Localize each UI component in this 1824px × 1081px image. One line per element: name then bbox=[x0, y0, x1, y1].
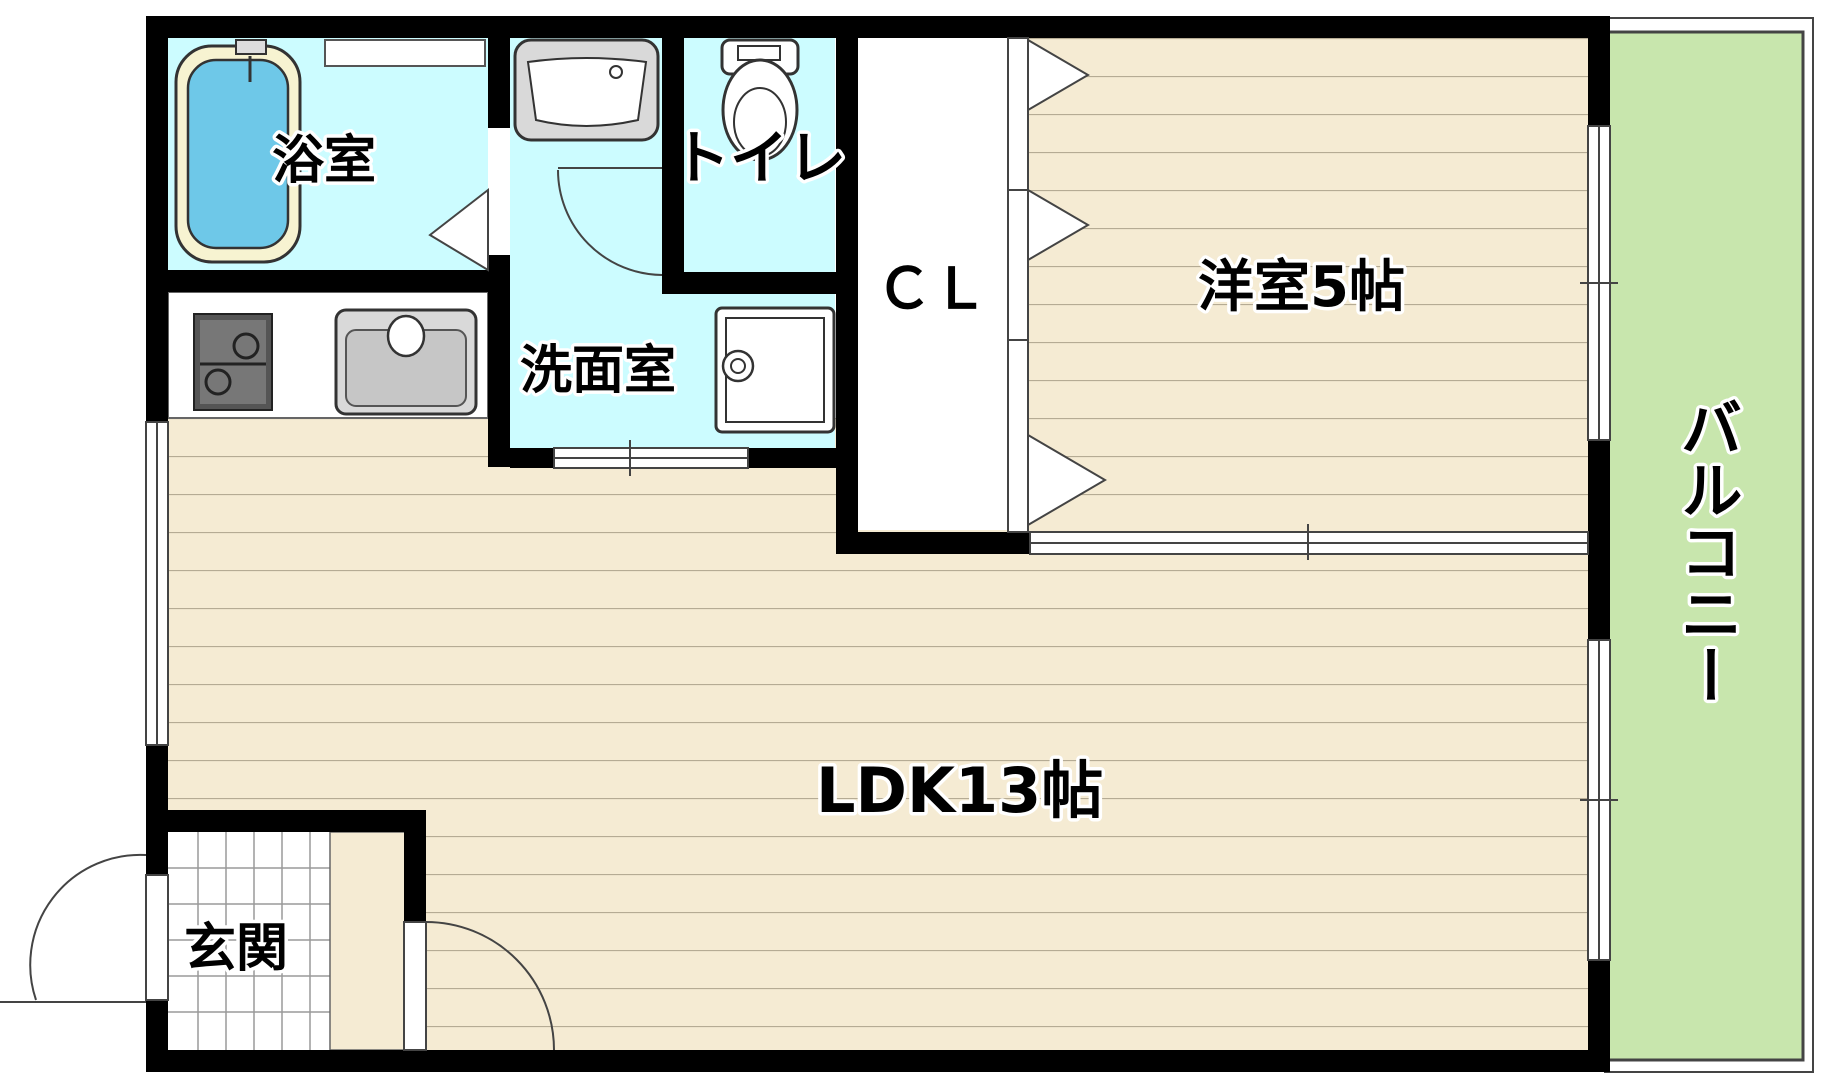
toilet bbox=[720, 38, 800, 162]
bath-shelf bbox=[324, 39, 486, 67]
toilet-label: トイレ bbox=[672, 124, 846, 192]
closet-floor bbox=[858, 38, 1028, 530]
closet-door-triangles bbox=[428, 38, 1107, 527]
entrance-label: 玄関 bbox=[184, 919, 288, 979]
bathtub bbox=[174, 39, 302, 264]
western-room-label: 洋室5帖 bbox=[1198, 255, 1405, 320]
stove bbox=[193, 313, 273, 411]
windows bbox=[145, 37, 1618, 1051]
bathroom-label: 浴室 bbox=[272, 131, 376, 191]
walls bbox=[146, 16, 1610, 1072]
door-swings bbox=[0, 167, 663, 1051]
washing-machine-pan bbox=[714, 306, 836, 434]
entrance-tiles bbox=[168, 831, 411, 1051]
balcony-label: バルコニー bbox=[1670, 396, 1743, 706]
balcony-floor bbox=[1606, 30, 1805, 1062]
western-room-floor bbox=[1028, 38, 1590, 530]
washbasin bbox=[513, 38, 660, 142]
closet-label: ＣＬ bbox=[876, 257, 988, 322]
washroom-label: 洗面室 bbox=[520, 341, 676, 401]
ldk-label: LDK13帖 bbox=[816, 754, 1103, 827]
kitchen-sink bbox=[334, 308, 478, 416]
